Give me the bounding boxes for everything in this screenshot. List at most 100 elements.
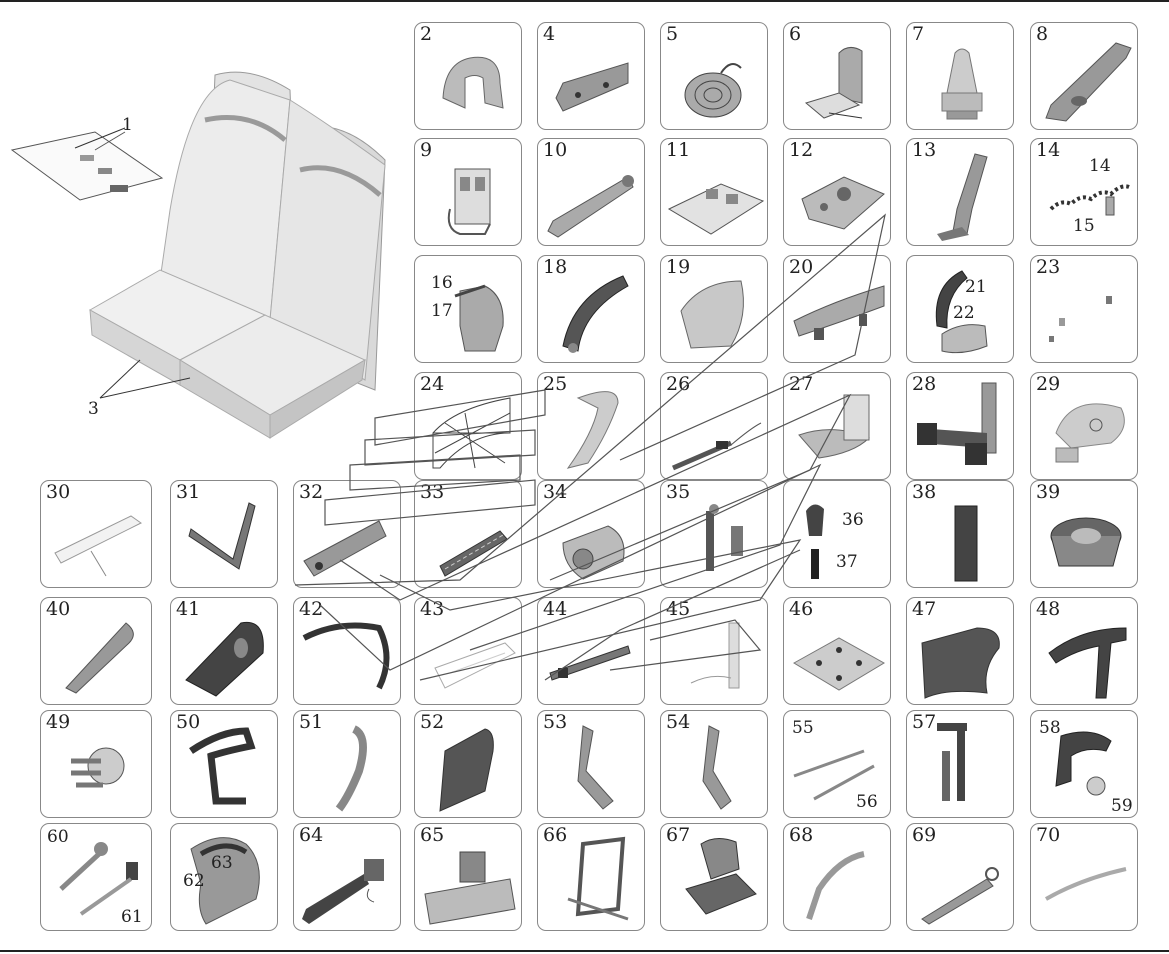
part-cell: 18 [537, 255, 645, 363]
part-cell: 7 [906, 22, 1014, 130]
part-cell: 64 [293, 823, 401, 931]
part-cell: 49 [40, 710, 152, 818]
part-cell: 68 [783, 823, 891, 931]
part-cell: 38 [906, 480, 1014, 588]
part-number: 10 [543, 139, 568, 161]
callout-61: 61 [121, 907, 143, 927]
part-cell: 52 [414, 710, 522, 818]
part-cell: 34 [537, 480, 645, 588]
part-cell: 65 [414, 823, 522, 931]
part-cell: 24 [414, 372, 522, 480]
part-cell: 48 [1030, 597, 1138, 705]
part-number: 13 [912, 139, 937, 161]
part-cell: 8 [1030, 22, 1138, 130]
part-cell: 36 37 [783, 480, 891, 588]
part-cell: 6 [783, 22, 891, 130]
part-cell: 39 [1030, 480, 1138, 588]
part-number: 57 [912, 711, 937, 733]
part-cell: 69 [906, 823, 1014, 931]
part-cell: 54 [660, 710, 768, 818]
callout-1: 1 [122, 115, 133, 135]
part-cell: 29 [1030, 372, 1138, 480]
part-number: 2 [420, 23, 433, 45]
part-cell: 26 [660, 372, 768, 480]
part-number: 50 [176, 711, 201, 733]
callout-15: 15 [1073, 216, 1095, 236]
part-cell: 42 [293, 597, 401, 705]
callout-62: 62 [183, 871, 205, 891]
callout-58: 58 [1039, 718, 1061, 738]
part-cell: 12 [783, 138, 891, 246]
part-cell: 25 [537, 372, 645, 480]
part-cell: 27 [783, 372, 891, 480]
part-cell: 57 [906, 710, 1014, 818]
part-number: 48 [1036, 598, 1061, 620]
part-cell: 11 [660, 138, 768, 246]
part-number: 14 [1036, 139, 1061, 161]
callout-63: 63 [211, 853, 233, 873]
part-cell: 16 17 [414, 255, 522, 363]
part-number: 70 [1036, 824, 1061, 846]
callout-59: 59 [1111, 796, 1133, 816]
callout-14: 14 [1089, 156, 1111, 176]
part-number: 40 [46, 598, 71, 620]
part-number: 38 [912, 481, 937, 503]
part-cell: 66 [537, 823, 645, 931]
part-number: 42 [299, 598, 324, 620]
part-cell: 70 [1030, 823, 1138, 931]
part-number: 53 [543, 711, 568, 733]
part-number: 69 [912, 824, 937, 846]
part-number: 64 [299, 824, 324, 846]
part-cell: 32 [293, 480, 401, 588]
part-cell: 45 [660, 597, 768, 705]
callout-16: 16 [431, 273, 453, 293]
part-cell: 67 [660, 823, 768, 931]
part-cell: 20 [783, 255, 891, 363]
bottom-border [0, 950, 1169, 952]
part-number: 49 [46, 711, 71, 733]
seat-assembly-illustration [10, 71, 386, 439]
part-number: 65 [420, 824, 445, 846]
part-cell: 60 61 [40, 823, 152, 931]
part-number: 67 [666, 824, 691, 846]
part-cell: 51 [293, 710, 401, 818]
part-number: 6 [789, 23, 802, 45]
part-cell: 47 [906, 597, 1014, 705]
part-cell: 50 [170, 710, 278, 818]
part-number: 39 [1036, 481, 1061, 503]
part-cell: 46 [783, 597, 891, 705]
part-number: 8 [1036, 23, 1049, 45]
callout-3: 3 [88, 399, 99, 419]
part-cell: 53 [537, 710, 645, 818]
part-cell: 10 [537, 138, 645, 246]
part-number: 11 [666, 139, 691, 161]
part-cell: 21 22 [906, 255, 1014, 363]
callout-56: 56 [856, 792, 878, 812]
part-number: 41 [176, 598, 201, 620]
part-cell: 14 14 15 [1030, 138, 1138, 246]
part-cell: 58 59 [1030, 710, 1138, 818]
part-number: 29 [1036, 373, 1061, 395]
part-cell: 41 [170, 597, 278, 705]
part-cell: 44 [537, 597, 645, 705]
part-number: 4 [543, 23, 556, 45]
part-cell: 19 [660, 255, 768, 363]
part-cell: 30 [40, 480, 152, 588]
part-number: 54 [666, 711, 691, 733]
part-number: 47 [912, 598, 937, 620]
part-cell: 9 [414, 138, 522, 246]
callout-22: 22 [953, 303, 975, 323]
part-number: 66 [543, 824, 568, 846]
part-cell: 13 [906, 138, 1014, 246]
part-number: 12 [789, 139, 814, 161]
callout-21: 21 [965, 277, 987, 297]
part-cell: 2 [414, 22, 522, 130]
callout-17: 17 [431, 301, 453, 321]
part-number: 9 [420, 139, 433, 161]
part-cell: 43 [414, 597, 522, 705]
part-cell: 55 56 [783, 710, 891, 818]
top-border [0, 0, 1169, 2]
callout-60: 60 [47, 827, 69, 847]
part-number: 52 [420, 711, 445, 733]
part-cell: 4 [537, 22, 645, 130]
